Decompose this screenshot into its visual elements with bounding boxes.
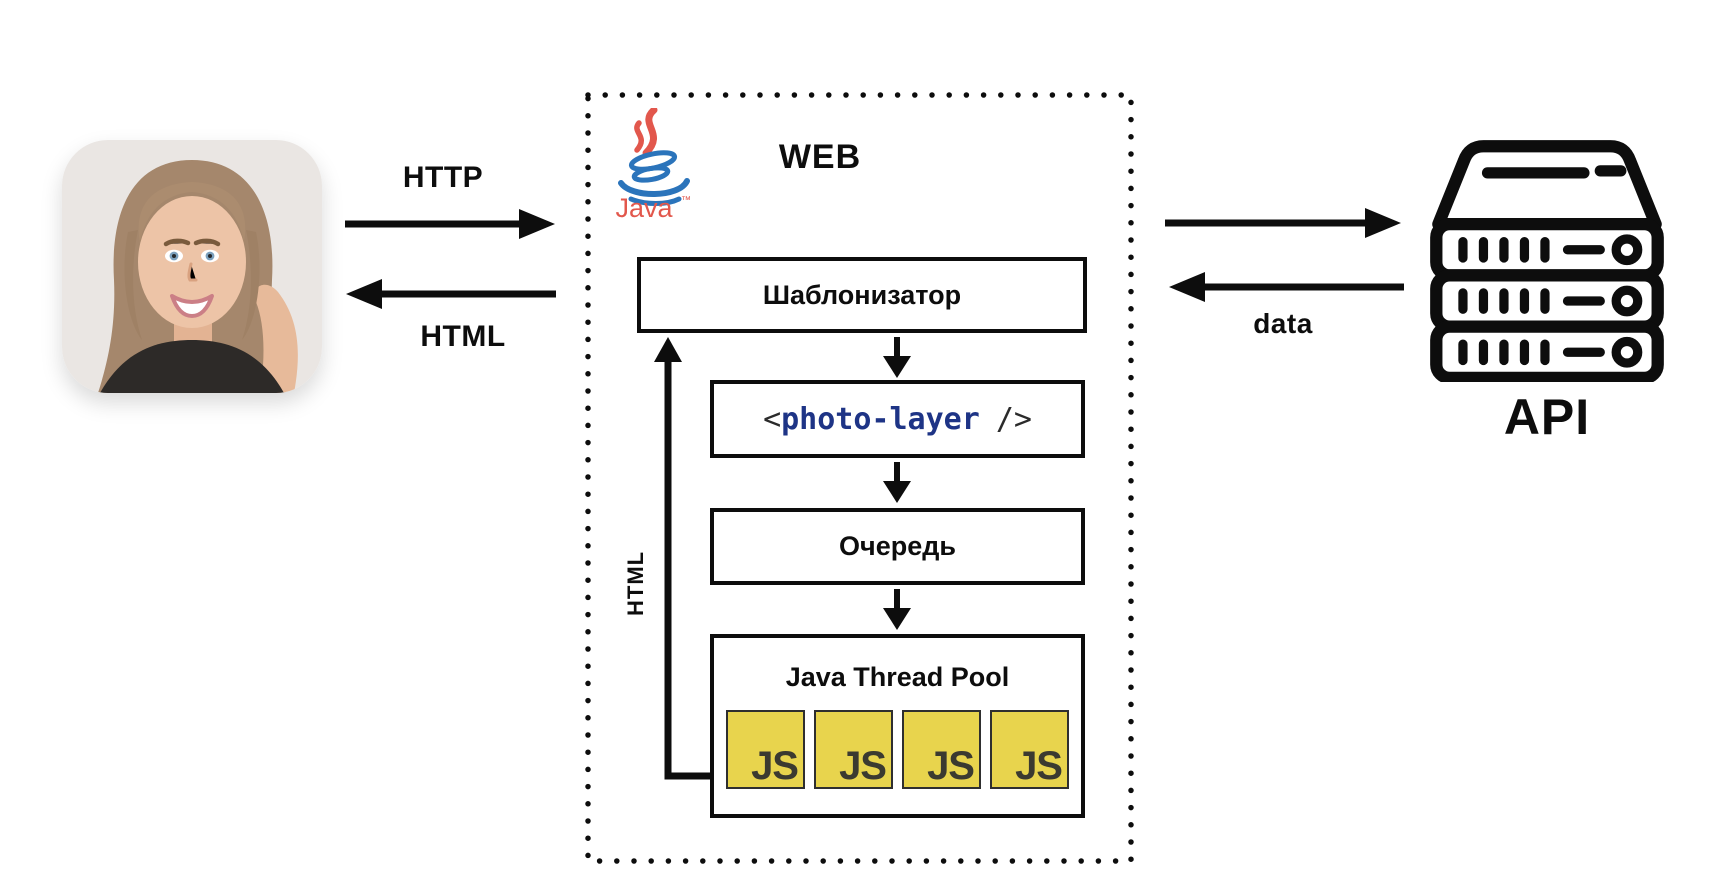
data-response-label: data: [1253, 308, 1313, 339]
user-avatar-illustration: [62, 140, 322, 393]
http-arrow: [345, 209, 555, 239]
templater-node: Шаблонизатор: [637, 257, 1087, 333]
code-open-bracket: <: [763, 401, 782, 437]
js-worker-badge: JS: [990, 710, 1069, 789]
js-worker-label: JS: [839, 744, 887, 788]
api-label: API: [1503, 389, 1591, 445]
js-worker-badge: JS: [814, 710, 893, 789]
templater-label: Шаблонизатор: [762, 279, 962, 310]
queue-label: Очередь: [839, 531, 956, 561]
web-to-api-arrow: [1165, 208, 1401, 238]
js-worker-label: JS: [751, 744, 799, 788]
photo-layer-code: <photo-layer />: [763, 402, 1032, 437]
queue-node: Очередь: [710, 508, 1085, 585]
svg-text:™: ™: [681, 195, 691, 206]
java-logo-icon: Java ™: [615, 108, 691, 220]
queue-to-pool-arrow: [883, 589, 911, 630]
pool-to-templater-feedback-arrow: [654, 337, 712, 780]
web-dotted-border: [585, 92, 1134, 864]
code-tag-name: photo-layer: [781, 401, 980, 437]
photolayer-to-queue-arrow: [883, 462, 911, 503]
thread-pool-node: Java Thread Pool JS JS JS JS: [710, 634, 1085, 818]
js-worker-badge: JS: [726, 710, 805, 789]
js-worker-label: JS: [927, 744, 975, 788]
java-logo-label: Java: [615, 193, 673, 220]
http-request-label: HTTP: [402, 161, 484, 194]
templater-to-photolayer-arrow: [883, 337, 911, 378]
photo-layer-node: <photo-layer />: [710, 380, 1085, 458]
feedback-html-label: HTML: [623, 550, 648, 616]
js-worker-label: JS: [1015, 744, 1063, 788]
user-avatar: [62, 140, 322, 393]
html-arrow: [346, 279, 556, 309]
thread-pool-label: Java Thread Pool: [785, 662, 1010, 692]
server-stack-icon: [1430, 140, 1664, 382]
web-container-title: WEB: [778, 138, 862, 176]
js-worker-badge: JS: [902, 710, 981, 789]
api-to-web-arrow: [1169, 272, 1404, 302]
code-close-bracket: />: [995, 401, 1032, 437]
js-worker-row: JS JS JS JS: [726, 710, 1069, 789]
html-response-label: HTML: [420, 320, 506, 353]
